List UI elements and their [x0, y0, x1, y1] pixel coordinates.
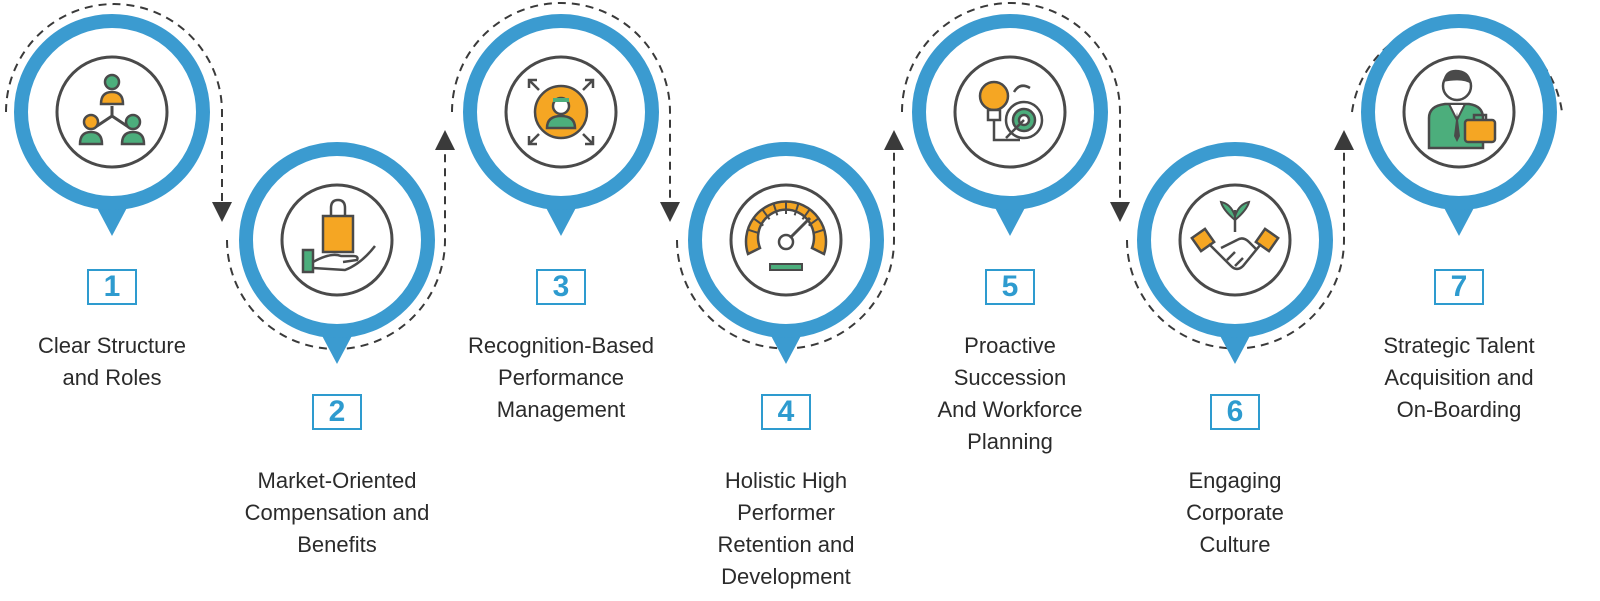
- handshake-plant-icon: [1190, 200, 1280, 271]
- step-label-line: Recognition-Based: [468, 333, 654, 358]
- pin-pointer: [319, 330, 355, 364]
- step-label-line: And Workforce: [937, 397, 1083, 422]
- step-label-line: Management: [496, 397, 626, 422]
- step-number: 5: [985, 269, 1035, 305]
- step-node-2: [239, 142, 435, 364]
- connector-3-4: [451, 2, 680, 222]
- pin-pointer: [543, 202, 579, 236]
- step-label-line: Market-Oriented: [257, 468, 417, 493]
- pin-pointer: [768, 330, 804, 364]
- step-label-line: Retention and: [717, 532, 855, 557]
- step-label-line: Holistic High: [724, 468, 848, 493]
- step-number: 6: [1210, 394, 1260, 430]
- step-number: 7: [1434, 269, 1484, 305]
- step-label-line: Strategic Talent: [1383, 333, 1535, 358]
- pin-pointer: [1441, 202, 1477, 236]
- step-number: 2: [312, 394, 362, 430]
- step-node-1: [14, 14, 210, 236]
- connector-1-2: [5, 3, 232, 222]
- hand-shopping-bag-icon: [301, 198, 376, 274]
- step-label-line: Compensation and: [244, 500, 430, 525]
- step-node-4: [688, 142, 884, 364]
- step-number: 1: [87, 269, 137, 305]
- step-node-6: [1137, 142, 1333, 364]
- lightbulb-target-icon: [978, 80, 1044, 142]
- step-label-line: and Roles: [62, 365, 162, 390]
- focus-person-icon: [527, 78, 595, 146]
- step-label-line: Development: [721, 564, 851, 589]
- step-label-line: Engaging: [1188, 468, 1282, 493]
- connector-5-6: [901, 2, 1130, 222]
- businessman-briefcase-icon: [1427, 69, 1497, 150]
- pin-pointer: [1217, 330, 1253, 364]
- step-label-line: On-Boarding: [1396, 397, 1522, 422]
- step-number: 4: [761, 394, 811, 430]
- step-label-line: Succession: [953, 365, 1067, 390]
- step-label-line: Clear Structure: [38, 333, 186, 358]
- step-label-line: Culture: [1199, 532, 1271, 557]
- org-chart-icon: [78, 73, 146, 146]
- step-label-line: Benefits: [297, 532, 377, 557]
- step-node-7: [1361, 14, 1557, 236]
- step-label: Clear Structure and Roles: [0, 330, 232, 394]
- step-label-line: Planning: [967, 429, 1053, 454]
- pin-pointer: [94, 202, 130, 236]
- pin-pointer: [992, 202, 1028, 236]
- step-label-line: Performance: [498, 365, 624, 390]
- step-node-3: [463, 14, 659, 236]
- step-label-line: Corporate: [1186, 500, 1284, 525]
- step-label-line: Proactive: [964, 333, 1056, 358]
- step-label-line: Acquisition and: [1384, 365, 1534, 390]
- speedometer-icon: [744, 200, 828, 271]
- step-label-line: Performer: [737, 500, 835, 525]
- step-number: 3: [536, 269, 586, 305]
- step-node-5: [912, 14, 1108, 236]
